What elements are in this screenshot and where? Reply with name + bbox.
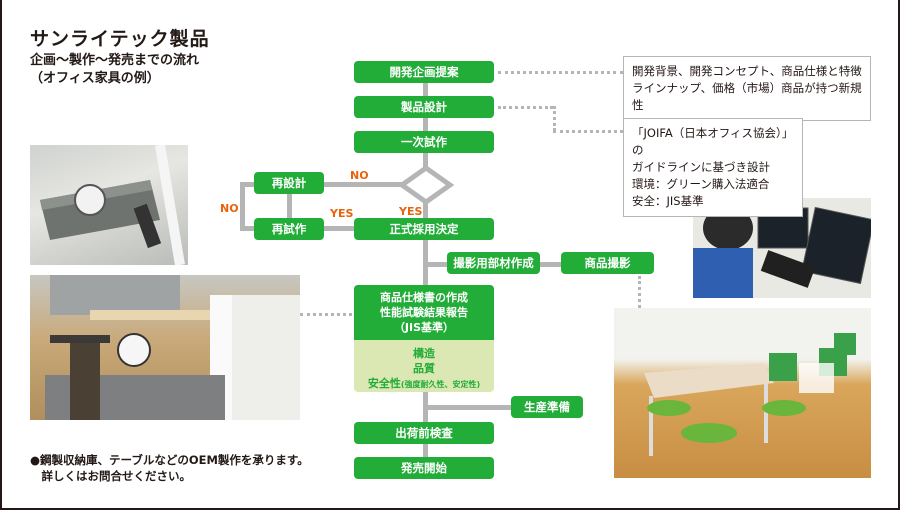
step-spec: 商品仕様書の作成 性能試験結果報告 （JIS基準） xyxy=(354,285,494,340)
step-design: 製品設計 xyxy=(354,96,494,118)
spec-details: 構造 品質 安全性(強度耐久性、安定性) xyxy=(354,340,494,392)
note-planning-line-1: 開発背景、開発コンセプト、商品仕様と特徴 xyxy=(632,64,862,78)
step-adoption: 正式採用決定 xyxy=(354,218,494,240)
note-design-line-2: ガイドラインに基づき設計 xyxy=(632,160,770,174)
label-no-left: NO xyxy=(220,202,239,215)
label-no-top: NO xyxy=(350,169,369,182)
note-design: 「JOIFA（日本オフィス協会）」の ガイドラインに基づき設計 環境：グリーン購… xyxy=(623,118,803,217)
note-planning: 開発背景、開発コンセプト、商品仕様と特徴 ラインナップ、価格（市場）商品が持つ新… xyxy=(623,56,871,121)
dotted-design-note-a xyxy=(498,106,553,109)
step-prototype: 一次試作 xyxy=(354,131,494,153)
subtitle-line-1: 企画〜製作〜発売までの流れ xyxy=(30,53,200,68)
spec-line-1: 商品仕様書の作成 xyxy=(380,291,468,304)
connector-loop-left xyxy=(240,182,245,230)
step-production-prep: 生産準備 xyxy=(511,396,583,418)
connector-inspection-launch xyxy=(423,444,428,458)
step-planning: 開発企画提案 xyxy=(354,61,494,83)
spec-sub-safety-detail: (強度耐久性、安定性) xyxy=(400,380,481,389)
connector-no-branch xyxy=(322,182,402,187)
office-furniture-illustration xyxy=(644,333,856,456)
test-rig-illustration xyxy=(45,275,300,420)
decision-diamond xyxy=(398,165,454,205)
dotted-design-note-c xyxy=(553,130,623,133)
photo-force-gauge xyxy=(30,145,188,265)
dotted-design-note-b xyxy=(553,106,556,131)
step-redesign: 再設計 xyxy=(254,172,324,194)
spec-line-2: 性能試験結果報告 xyxy=(380,306,468,319)
step-product-photo: 商品撮影 xyxy=(561,252,654,274)
connector-loop-top xyxy=(240,182,260,187)
note-design-line-1: 「JOIFA（日本オフィス協会）」の xyxy=(632,126,794,157)
spec-sub-safety: 安全性 xyxy=(367,377,401,390)
subtitle-line-2: （オフィス家具の例） xyxy=(30,71,160,86)
page-subtitle: 企画〜製作〜発売までの流れ （オフィス家具の例） xyxy=(30,52,199,88)
footer-line-1: ●鋼製収納庫、テーブルなどのOEM製作を承ります。 xyxy=(30,453,309,467)
spec-sub-line-1: 構造 xyxy=(413,347,435,360)
connector-reproto-adoption xyxy=(320,226,360,231)
note-planning-line-2: ラインナップ、価格（市場）商品が持つ新規性 xyxy=(632,81,862,112)
spec-sub-line-3: 安全性(強度耐久性、安定性) xyxy=(354,376,494,392)
force-gauge-illustration xyxy=(40,145,185,265)
step-inspection: 出荷前検査 xyxy=(354,422,494,444)
spec-line-3: （JIS基準） xyxy=(393,321,455,334)
label-yes-reproto: YES xyxy=(330,207,354,220)
dotted-spec-photo xyxy=(300,313,352,316)
page-title: サンライテック製品 xyxy=(30,28,210,50)
label-yes-decision: YES xyxy=(399,205,423,218)
dotted-product-photo xyxy=(638,276,641,308)
footer-note: ●鋼製収納庫、テーブルなどのOEM製作を承ります。 詳しくはお問合せください。 xyxy=(30,452,309,484)
connector-spine-top xyxy=(423,82,428,170)
photo-test-rig xyxy=(30,275,300,420)
connector-loop-bottom xyxy=(240,226,260,231)
photo-office-furniture xyxy=(614,308,871,478)
step-launch: 発売開始 xyxy=(354,457,494,479)
spec-sub-line-2: 品質 xyxy=(413,362,435,375)
step-photo-materials: 撮影用部材作成 xyxy=(447,252,540,274)
connector-spine-mid xyxy=(423,200,428,290)
dotted-planning-note xyxy=(498,71,623,74)
connector-prep-branch xyxy=(425,405,515,410)
cad-designer-illustration xyxy=(693,206,871,298)
step-reprototype: 再試作 xyxy=(254,218,324,240)
footer-line-2: 詳しくはお問合せください。 xyxy=(30,469,191,483)
note-design-line-4: 安全：JIS基準 xyxy=(632,194,704,208)
connector-redesign-reproto xyxy=(287,194,292,219)
note-design-line-3: 環境：グリーン購入法適合 xyxy=(632,177,770,191)
